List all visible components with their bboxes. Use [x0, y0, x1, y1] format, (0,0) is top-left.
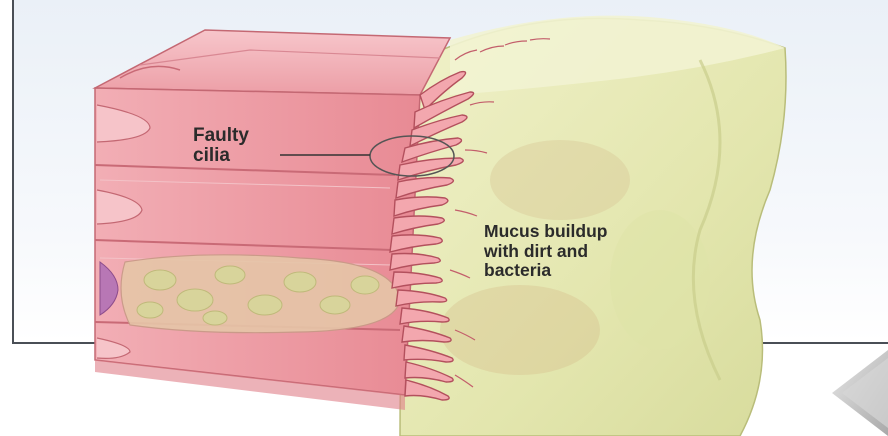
mucus-buildup-label: Mucus buildup with dirt and bacteria: [484, 222, 607, 281]
mucus-line-3: bacteria: [484, 261, 607, 281]
faulty-cilia-label: Faulty cilia: [193, 126, 249, 166]
tissue-top-face: [95, 30, 450, 95]
mucus-line-2: with dirt and: [484, 242, 607, 262]
faulty-cilia-line-1: Faulty: [193, 126, 249, 146]
faulty-cilia-line-2: cilia: [193, 146, 249, 166]
mucus-line-1: Mucus buildup: [484, 222, 607, 242]
goblet-cell: [121, 255, 400, 333]
next-arrow-icon[interactable]: [832, 350, 888, 436]
